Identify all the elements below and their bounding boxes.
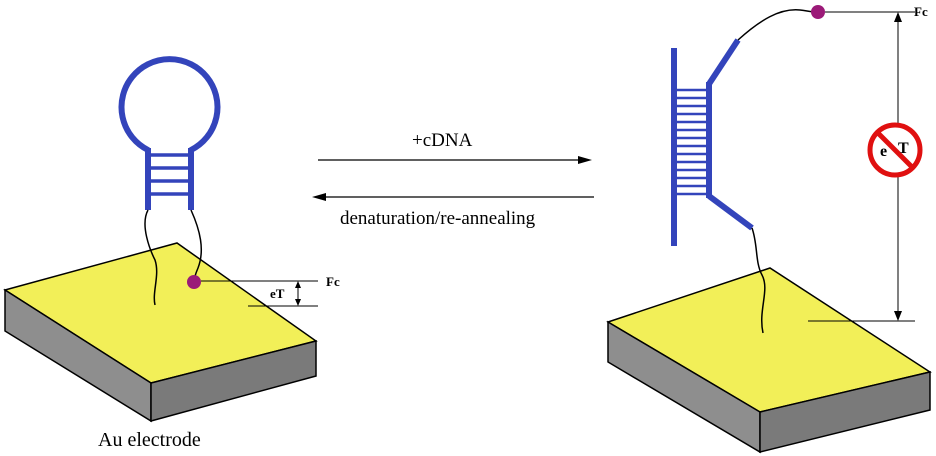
equilibrium-arrows: +cDNA denaturation/re-annealing <box>312 130 594 229</box>
left-electrode <box>3 242 318 423</box>
no-electron-transfer-icon: e T <box>867 122 923 178</box>
et-label: eT <box>270 286 285 301</box>
lower-linker <box>751 227 766 334</box>
hairpin-loop <box>118 56 221 153</box>
fc-label-right: Fc <box>914 4 928 19</box>
right-electrode-side-right <box>759 371 931 453</box>
ferrocene-left <box>187 275 201 289</box>
et-annotation: eT Fc <box>201 274 340 307</box>
left-electrode-side-right <box>150 340 317 422</box>
ferrocene-right <box>811 5 825 19</box>
probe-upper-bend <box>706 38 741 86</box>
distance-annotation: Fc <box>808 4 928 322</box>
stem-rungs <box>148 153 191 196</box>
forward-label: +cDNA <box>412 130 473 151</box>
no-et-e: e <box>880 143 887 160</box>
hairpin-probe <box>118 56 221 306</box>
duplex <box>671 5 825 334</box>
right-electrode <box>606 267 932 454</box>
left-linker <box>144 209 158 306</box>
fc-label-left: Fc <box>326 274 340 289</box>
probe-lower-bend <box>707 193 754 231</box>
duplex-rungs <box>674 88 709 196</box>
no-et-t: T <box>898 140 909 157</box>
upper-linker <box>737 9 818 41</box>
electrode-label: Au electrode <box>98 429 201 451</box>
reverse-label: denaturation/re-annealing <box>340 208 536 229</box>
